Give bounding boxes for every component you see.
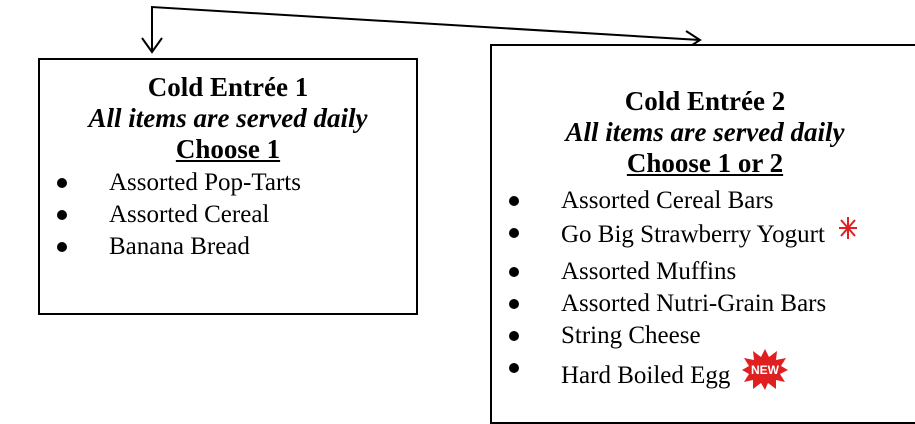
- list-item-label: Assorted Nutri-Grain Bars: [561, 290, 827, 317]
- new-badge-text: NEW: [751, 363, 780, 377]
- cold-entree-1-box: Cold Entrée 1 All items are served daily…: [38, 58, 418, 315]
- list-item-label: Banana Bread: [109, 233, 250, 260]
- list-item: Assorted Pop-Tarts: [40, 167, 416, 199]
- list-item: Go Big Strawberry Yogurt: [492, 217, 915, 256]
- list-item: Banana Bread: [40, 231, 416, 263]
- bullet-icon: [509, 363, 519, 373]
- list-item-label: String Cheese: [561, 322, 701, 349]
- cold-entree-1-subtitle: All items are served daily: [88, 103, 368, 133]
- bullet-icon: [509, 267, 519, 277]
- connector-line: [151, 5, 701, 52]
- bullet-icon: [509, 228, 519, 238]
- cold-entree-2-choose: Choose 1 or 2: [626, 148, 784, 178]
- new-starburst-icon: [835, 213, 861, 252]
- list-item: Assorted Cereal: [40, 199, 416, 231]
- list-item: Assorted Cereal Bars: [492, 185, 915, 217]
- list-item-label: Assorted Muffins: [561, 258, 737, 285]
- bullet-icon: [57, 178, 67, 188]
- cold-entree-1-list: Assorted Pop-Tarts Assorted Cereal Banan…: [40, 167, 416, 263]
- cold-entree-2-title: Cold Entrée 2: [624, 86, 786, 116]
- list-item-label: Assorted Pop-Tarts: [109, 169, 301, 196]
- cold-entree-1-choose: Choose 1: [175, 134, 281, 164]
- cold-entree-2-box: Cold Entrée 2 All items are served daily…: [490, 44, 915, 424]
- list-item-label: Hard Boiled Egg: [561, 362, 731, 390]
- list-item-label: Go Big Strawberry Yogurt: [561, 221, 825, 249]
- list-item-label: Assorted Cereal: [109, 201, 270, 228]
- list-item: Hard Boiled Egg NEW: [492, 349, 915, 403]
- list-item-label: Assorted Cereal Bars: [561, 187, 774, 214]
- list-item: Assorted Nutri-Grain Bars: [492, 288, 915, 320]
- cold-entree-2-list: Assorted Cereal Bars Go Big Strawberry Y…: [492, 185, 915, 403]
- bullet-icon: [57, 210, 67, 220]
- list-item: String Cheese: [492, 320, 915, 352]
- bullet-icon: [509, 196, 519, 206]
- cold-entree-2-subtitle: All items are served daily: [565, 117, 845, 147]
- arrowhead-left: [141, 37, 163, 54]
- cold-entree-1-title: Cold Entrée 1: [147, 72, 309, 102]
- bullet-icon: [509, 299, 519, 309]
- bullet-icon: [509, 331, 519, 341]
- bullet-icon: [57, 242, 67, 252]
- new-starburst-icon: NEW: [741, 348, 789, 399]
- list-item: Assorted Muffins: [492, 256, 915, 288]
